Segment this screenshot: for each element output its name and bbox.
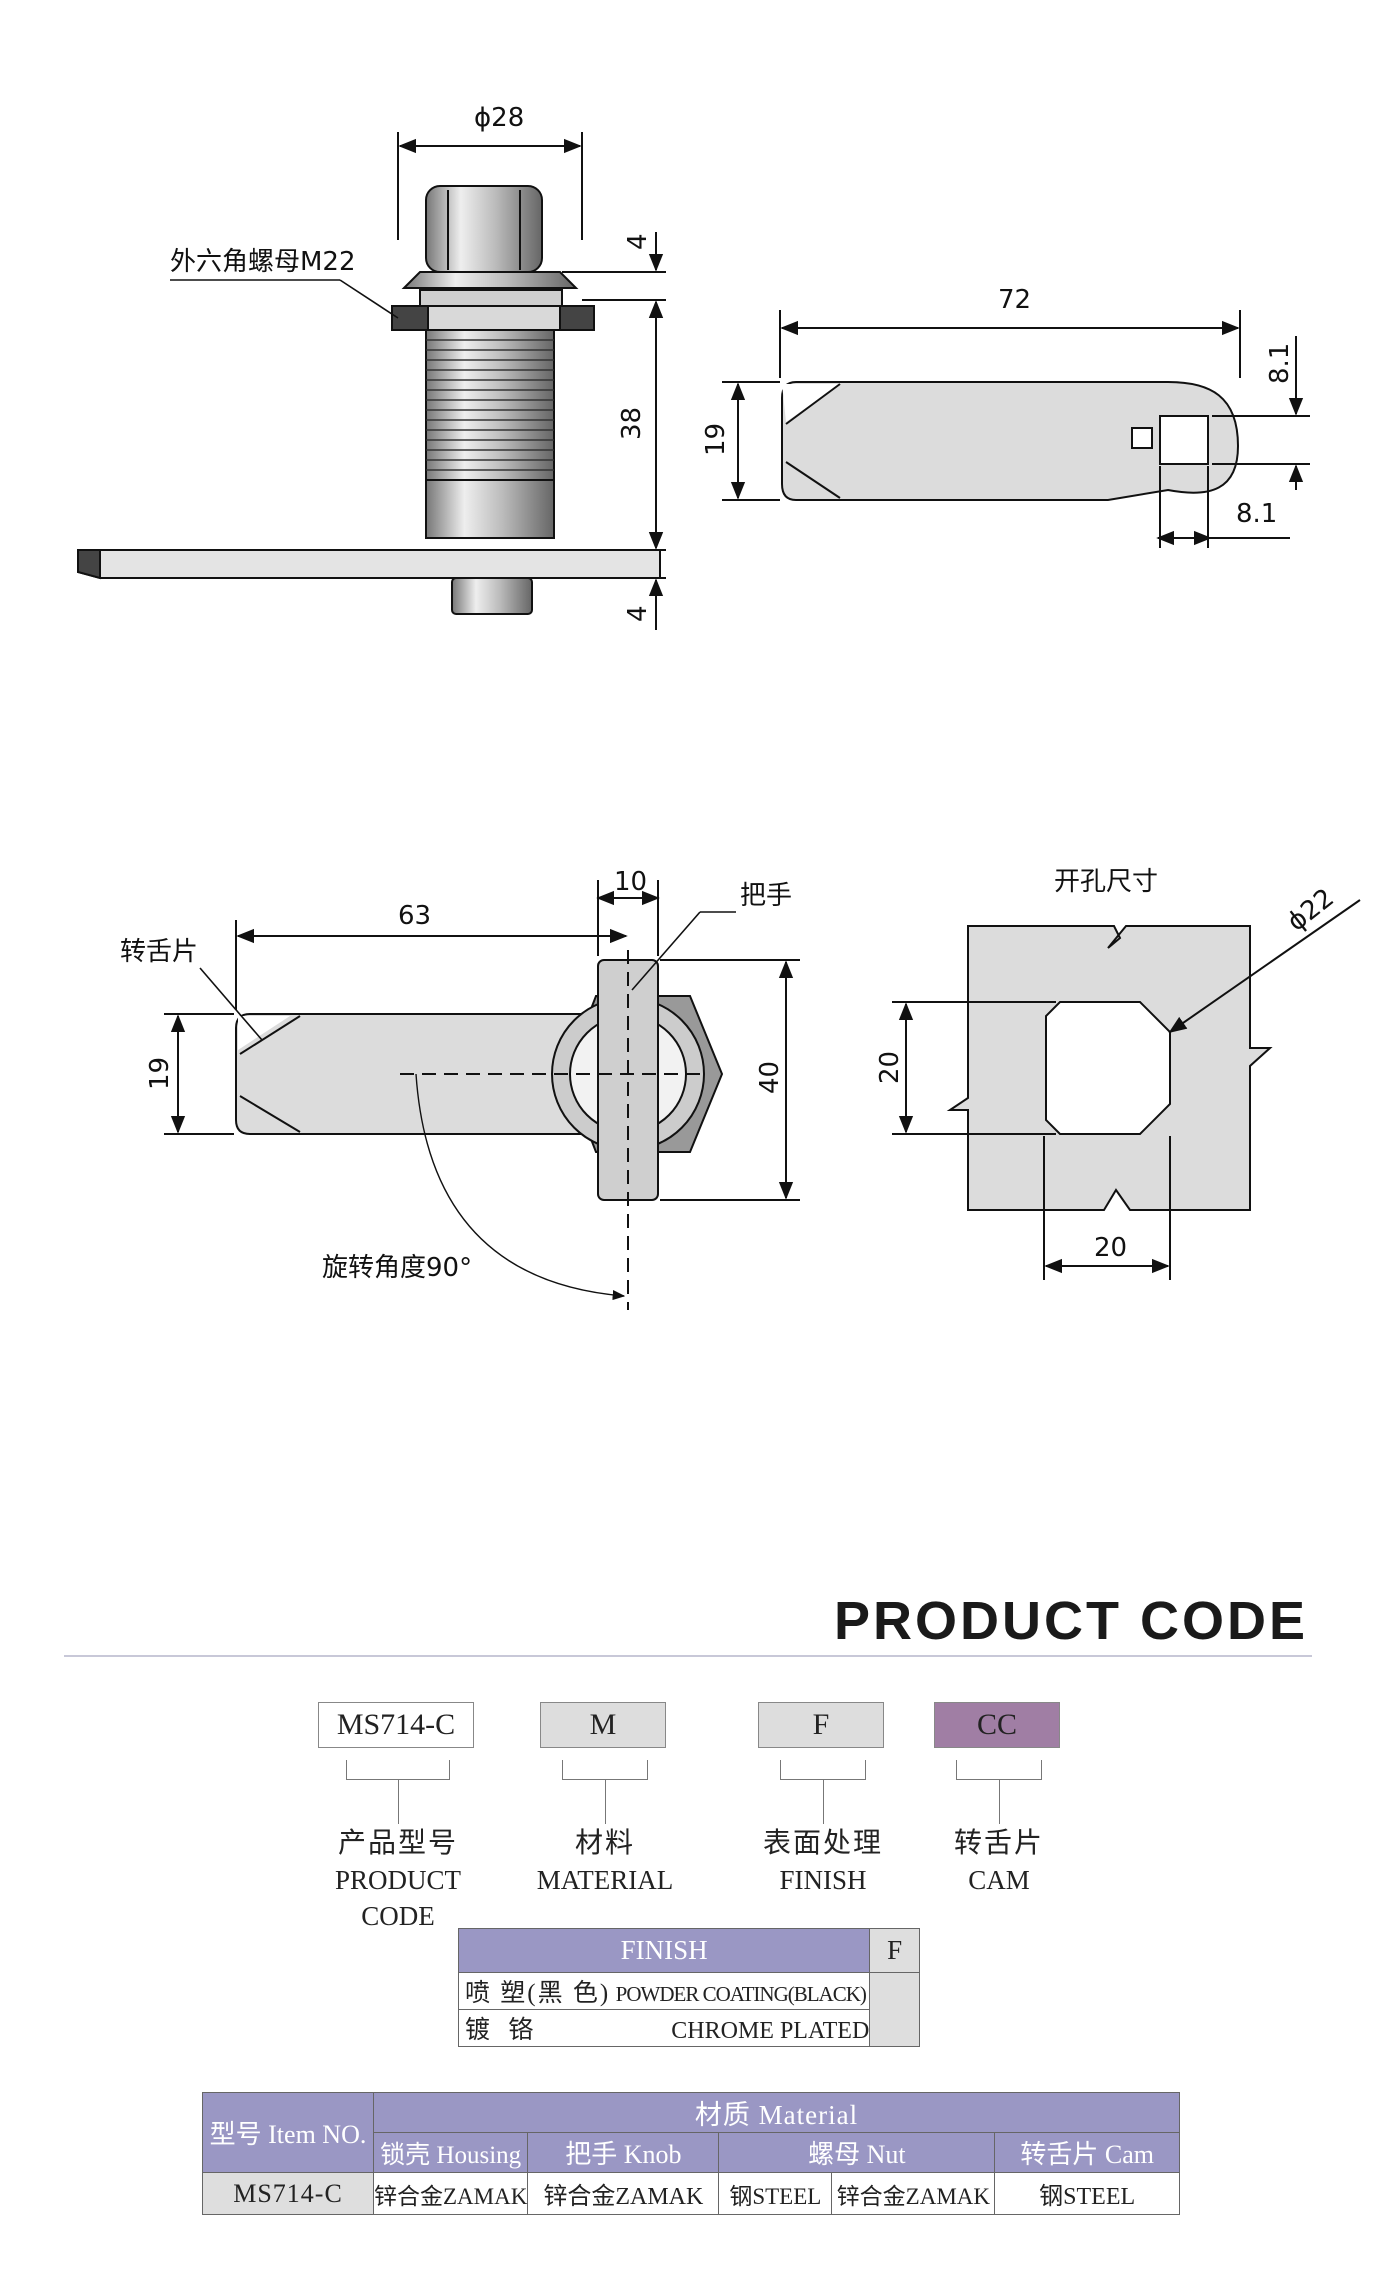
caption-cam-zh: 转舌片 [953,1828,1044,1859]
dim-8-1-vertical: 8.1 [1265,343,1295,384]
finish-code-cell [869,1972,920,2047]
cutout-view [892,899,1361,1280]
dim-40: 40 [755,1061,785,1094]
caption-finish: 表面处理 FINISH [743,1826,903,1898]
dim-20-vertical: 20 [875,1051,905,1084]
col-knob: 把手 Knob [527,2132,720,2173]
code-finish-value: F [812,1708,830,1741]
finish-row: 喷 塑(黑 色) POWDER COATING(BLACK) [457,1972,871,2010]
bracket-stem [398,1780,399,1824]
bracket-stem [999,1780,1000,1824]
finish-row-en: POWDER COATING(BLACK) [615,1982,867,2006]
product-code-title: PRODUCT CODE [833,1591,1308,1651]
code-box-material: M [540,1702,666,1748]
caption-finish-en: FINISH [779,1865,867,1895]
cam-label: 转舌片 [120,937,198,967]
cam-view [722,310,1310,548]
bracket-finish [780,1760,866,1780]
dim-10: 10 [614,867,647,897]
code-box-product: MS714-C [318,1702,474,1748]
finish-header: FINISH [457,1928,871,1973]
bracket-stem [605,1780,606,1824]
code-box-finish: F [758,1702,884,1748]
caption-product: 产品型号 PRODUCT CODE [298,1826,498,1934]
material-header: 材质 Material [373,2092,1180,2133]
item-no-header: 型号 Item NO. [202,2092,374,2173]
dim-19-front: 19 [145,1057,175,1090]
caption-cam-en: CAM [968,1865,1030,1895]
col-housing: 锁壳 Housing [372,2132,529,2173]
bracket-cam [956,1760,1042,1780]
dim-63: 63 [398,901,431,931]
dim-dia-28: ϕ28 [474,103,524,133]
cutout-title: 开孔尺寸 [1054,867,1158,897]
caption-product-zh: 产品型号 [337,1828,458,1859]
finish-row-en: CHROME PLATED [671,2018,870,2044]
dim-8-1-horizontal: 8.1 [1236,499,1277,529]
bracket-stem [823,1780,824,1824]
finish-row-zh: 喷 塑(黑 色) [465,1980,611,2007]
side-view [77,132,666,630]
code-box-cam: CC [934,1702,1060,1748]
caption-material: 材料 MATERIAL [525,1826,685,1898]
bracket-material [562,1760,648,1780]
caption-product-en: PRODUCT CODE [334,1865,462,1931]
col-cam: 转舌片 Cam [994,2132,1180,2173]
divider [64,1655,1312,1657]
front-view [164,880,800,1310]
dim-4-top: 4 [623,233,653,250]
dim-38: 38 [617,407,647,440]
material-cell: 锌合金ZAMAK [831,2172,996,2215]
material-cell: 锌合金ZAMAK [372,2172,529,2215]
handle-label: 把手 [740,881,792,911]
code-cam-value: CC [976,1708,1018,1741]
dim-20-horizontal: 20 [1094,1233,1127,1263]
hex-nut-label: 外六角螺母M22 [170,247,356,277]
material-table: 型号 Item NO. 材质 Material 锁壳 Housing 把手 Kn… [202,2092,1180,2215]
dim-72: 72 [998,285,1031,315]
bracket-product [346,1760,450,1780]
dim-19-cam: 19 [701,423,731,456]
technical-drawing: ϕ28 外六角螺母M22 4 38 4 72 19 8.1 8.1 [77,103,1361,1310]
rotation-label: 旋转角度90° [322,1253,472,1283]
material-cell: 钢STEEL [994,2172,1180,2215]
finish-row-zh: 镀 铬 [465,2017,540,2044]
caption-material-en: MATERIAL [536,1865,674,1895]
code-product-value: MS714-C [336,1708,456,1741]
col-nut: 螺母 Nut [718,2132,996,2173]
material-cell: 钢STEEL [718,2172,833,2215]
dim-4-bottom: 4 [623,605,653,622]
caption-cam: 转舌片 CAM [919,1826,1079,1898]
caption-finish-zh: 表面处理 [762,1828,883,1859]
finish-row: 镀 铬 CHROME PLATED [457,2009,871,2047]
finish-table: FINISH F 喷 塑(黑 色) POWDER COATING(BLACK) … [457,1928,920,2047]
code-material-value: M [589,1708,617,1741]
item-no-cell: MS714-C [202,2172,374,2215]
material-cell: 锌合金ZAMAK [527,2172,720,2215]
finish-code-header: F [869,1928,920,1973]
caption-material-zh: 材料 [574,1828,635,1859]
dim-dia-22: ϕ22 [1282,883,1340,938]
